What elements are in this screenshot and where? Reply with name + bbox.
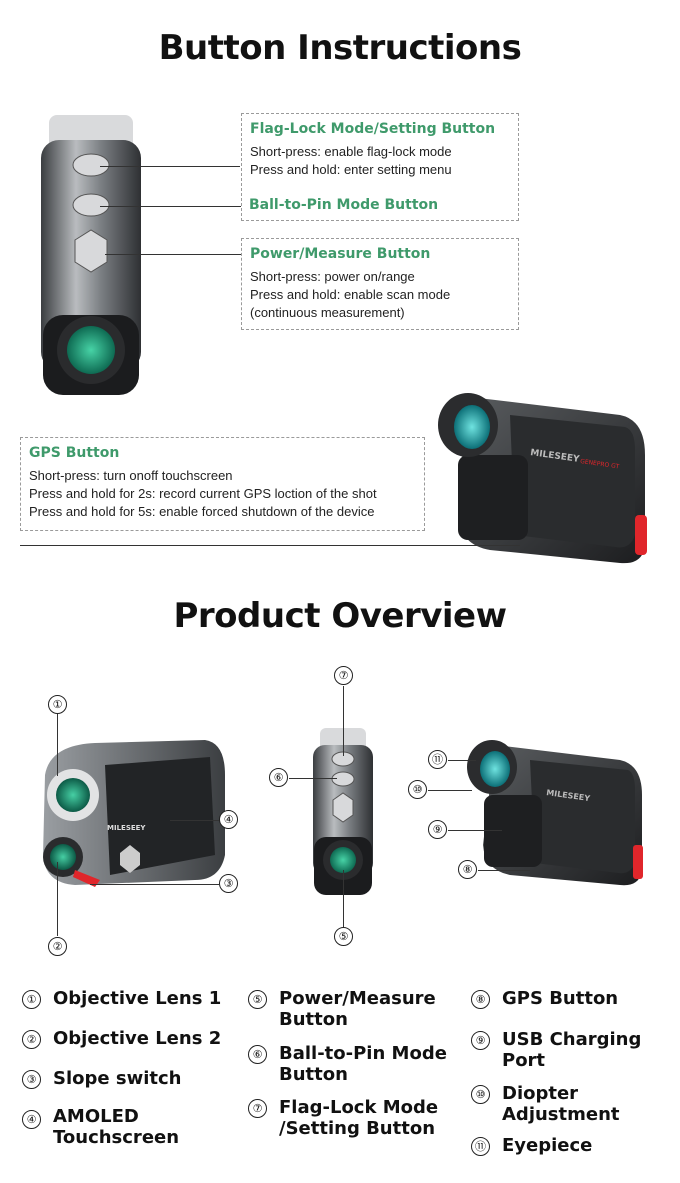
legend-num: ⑪ [471,1137,490,1156]
gps-info-box: GPS Button Short-press: turn onoff touch… [20,437,425,531]
power-title: Power/Measure Button [250,246,431,262]
legend-label: Objective Lens 1 [53,988,222,1009]
power-line-2: Press and hold: enable scan mode [250,287,451,302]
callout-4: ④ [219,810,238,829]
legend-item-6: ⑥ Ball-to-Pin Mode Button [248,1043,463,1085]
legend-label: Objective Lens 2 [53,1028,222,1049]
legend-item-11: ⑪ Eyepiece [471,1135,671,1156]
legend-num: ⑧ [471,990,490,1009]
legend-label: Flag-Lock Mode /Setting Button [279,1097,439,1139]
legend-label: Eyepiece [502,1135,593,1156]
legend-num: ⑤ [248,990,267,1009]
device-side-illustration: MILESEEY GENEPRO GT [438,393,647,564]
ball-to-pin-title: Ball-to-Pin Mode Button [249,197,439,213]
power-line-3: (continuous measurement) [250,305,405,320]
device-front-left-illustration: MILESEEY [43,740,225,887]
callout-6: ⑥ [269,768,288,787]
callout-2: ② [48,937,67,956]
legend-item-7: ⑦ Flag-Lock Mode /Setting Button [248,1097,463,1139]
flag-lock-line-1: Short-press: enable flag-lock mode [250,144,452,159]
legend-num: ④ [22,1110,41,1129]
callout-line-3 [90,884,219,885]
gps-line-2: Press and hold for 2s: record current GP… [29,486,377,501]
flag-lock-info-box: Flag-Lock Mode/Setting Button Short-pres… [241,113,519,221]
flag-lock-title: Flag-Lock Mode/Setting Button [250,121,496,137]
callout-line-2 [57,862,58,936]
legend-label: AMOLED Touchscreen [53,1106,180,1148]
legend-label: GPS Button [502,988,619,1009]
legend-label: Power/Measure Button [279,988,436,1030]
legend-item-2: ② Objective Lens 2 [22,1028,221,1049]
legend-label: Slope switch [53,1068,182,1089]
legend-item-5: ⑤ Power/Measure Button [248,988,448,1030]
legend-num: ② [22,1030,41,1049]
leader-line-gps [20,545,520,546]
callout-10: ⑩ [408,780,427,799]
callout-1: ① [48,695,67,714]
legend-item-8: ⑧ GPS Button [471,988,671,1009]
gps-title: GPS Button [29,445,120,461]
callout-7: ⑦ [334,666,353,685]
legend-label: Diopter Adjustment [502,1083,620,1125]
callout-line-6 [289,778,337,779]
callout-11: ⑪ [428,750,447,769]
callout-line-1 [57,714,58,776]
leader-line-flag-lock [100,166,240,167]
leader-line-ball-to-pin [100,206,248,207]
legend-item-10: ⑩ Diopter Adjustment [471,1083,671,1125]
legend-item-9: ⑨ USB Charging Port [471,1029,671,1071]
legend-num: ⑨ [471,1031,490,1050]
section-title-button-instructions: Button Instructions [158,28,522,68]
legend-item-1: ① Objective Lens 1 [22,988,221,1009]
power-line-1: Short-press: power on/range [250,269,415,284]
legend-num: ① [22,990,41,1009]
device-side-small-illustration: MILESEEY [467,740,643,886]
callout-line-5 [343,870,344,927]
callout-line-7 [343,686,344,756]
gps-line-3: Press and hold for 5s: enable forced shu… [29,504,375,519]
callout-line-10 [428,790,472,791]
leader-line-power [105,254,242,255]
legend-item-3: ③ Slope switch [22,1068,181,1089]
flag-lock-line-2: Press and hold: enter setting menu [250,162,452,177]
callout-3: ③ [219,874,238,893]
callout-line-9 [448,830,502,831]
brand-label-2: MILESEEY [107,824,146,832]
callout-9: ⑨ [428,820,447,839]
legend-item-4: ④ AMOLED Touchscreen [22,1106,232,1148]
gps-line-1: Short-press: turn onoff touchscreen [29,468,233,483]
legend-num: ③ [22,1070,41,1089]
section-title-product-overview: Product Overview [173,596,507,636]
legend-label: USB Charging Port [502,1029,642,1071]
legend-num: ⑦ [248,1099,267,1118]
legend-num: ⑩ [471,1085,490,1104]
callout-line-8 [478,870,530,871]
callout-5: ⑤ [334,927,353,946]
legend-num: ⑥ [248,1045,267,1064]
callout-line-11 [448,760,476,761]
power-info-box: Power/Measure Button Short-press: power … [241,238,519,330]
legend-label: Ball-to-Pin Mode Button [279,1043,447,1085]
device-front-illustration [41,115,141,395]
callout-line-4 [170,820,219,821]
callout-8: ⑧ [458,860,477,879]
